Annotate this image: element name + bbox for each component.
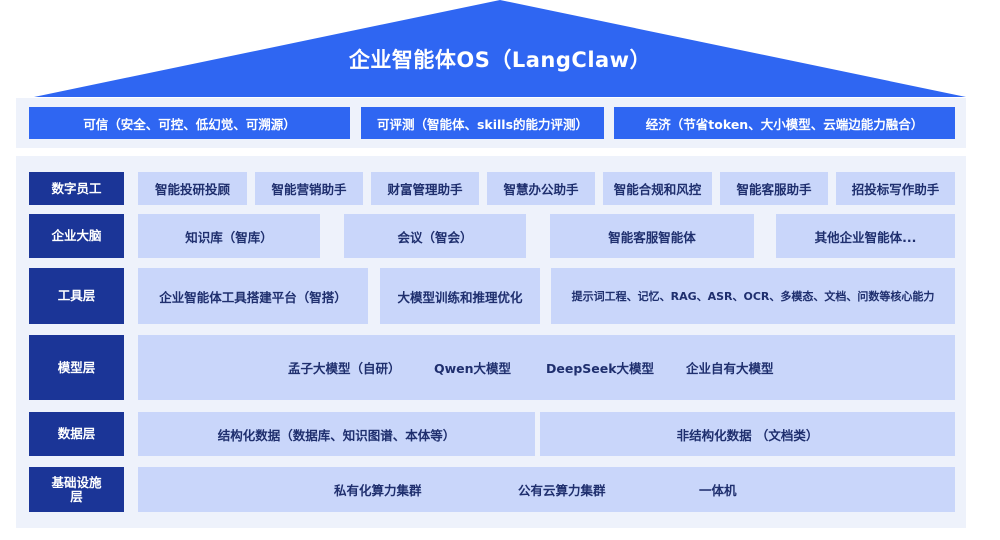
brain-other-agents: 其他企业智能体... bbox=[776, 214, 955, 258]
model-enterprise-own: 企业自有大模型 bbox=[686, 361, 774, 376]
tool-agent-builder: 企业智能体工具搭建平台（智搭） bbox=[138, 268, 368, 324]
layer-label-digital-staff: 数字员工 bbox=[29, 172, 124, 205]
principles-bar: 可信（安全、可控、低幻觉、可溯源） 可评测（智能体、skills的能力评测） 经… bbox=[16, 98, 966, 148]
infra-label-line-1: 基础设施 bbox=[51, 474, 102, 490]
app-service-assistant: 智能客服助手 bbox=[720, 172, 828, 205]
infra-public-cloud: 公有云算力集群 bbox=[518, 483, 606, 498]
infra-private-cluster: 私有化算力集群 bbox=[334, 483, 422, 498]
roof-triangle bbox=[34, 0, 966, 97]
architecture-layers: 数字员工 智能投研投顾 智能营销助手 财富管理助手 智慧办公助手 智能合规和风控… bbox=[16, 156, 966, 528]
layer-label-enterprise-brain: 企业大脑 bbox=[29, 214, 124, 258]
tool-training-inference: 大模型训练和推理优化 bbox=[380, 268, 540, 324]
layer-label-data: 数据层 bbox=[29, 412, 124, 456]
layer-label-model: 模型层 bbox=[29, 335, 124, 400]
infra-label-line-2: 层 bbox=[70, 488, 83, 504]
model-deepseek: DeepSeek大模型 bbox=[546, 361, 655, 376]
brain-knowledge-base: 知识库（智库） bbox=[138, 214, 320, 258]
os-title: 企业智能体OS（LangClaw） bbox=[348, 48, 652, 72]
app-marketing-assistant: 智能营销助手 bbox=[255, 172, 363, 205]
infrastructure-row: 私有化算力集群 公有云算力集群 一体机 bbox=[138, 467, 955, 512]
layer-label-infrastructure: 基础设施 层 bbox=[29, 467, 124, 512]
tool-core-capabilities: 提示词工程、记忆、RAG、ASR、OCR、多模态、文档、问数等核心能力 bbox=[551, 268, 955, 324]
model-mengzi: 孟子大模型（自研） bbox=[288, 361, 401, 376]
app-compliance-risk: 智能合规和风控 bbox=[603, 172, 712, 205]
model-qwen: Qwen大模型 bbox=[434, 361, 512, 376]
app-bidding-writer: 招投标写作助手 bbox=[836, 172, 955, 205]
brain-service-agent: 智能客服智能体 bbox=[550, 214, 754, 258]
brain-meeting: 会议（智会） bbox=[344, 214, 526, 258]
data-unstructured: 非结构化数据 （文档类） bbox=[540, 412, 955, 456]
app-office-assistant: 智慧办公助手 bbox=[487, 172, 595, 205]
data-structured: 结构化数据（数据库、知识图谱、本体等） bbox=[138, 412, 535, 456]
app-investment-advisory: 智能投研投顾 bbox=[138, 172, 247, 205]
infra-all-in-one: 一体机 bbox=[699, 483, 737, 498]
model-row: 孟子大模型（自研） Qwen大模型 DeepSeek大模型 企业自有大模型 bbox=[138, 335, 955, 400]
principle-trustworthy: 可信（安全、可控、低幻觉、可溯源） bbox=[29, 107, 350, 139]
roof bbox=[34, 0, 966, 97]
layer-label-tool: 工具层 bbox=[29, 268, 124, 324]
principle-economical: 经济（节省token、大小模型、云端边能力融合） bbox=[614, 107, 955, 139]
principle-evaluable: 可评测（智能体、skills的能力评测） bbox=[361, 107, 604, 139]
app-wealth-assistant: 财富管理助手 bbox=[371, 172, 479, 205]
